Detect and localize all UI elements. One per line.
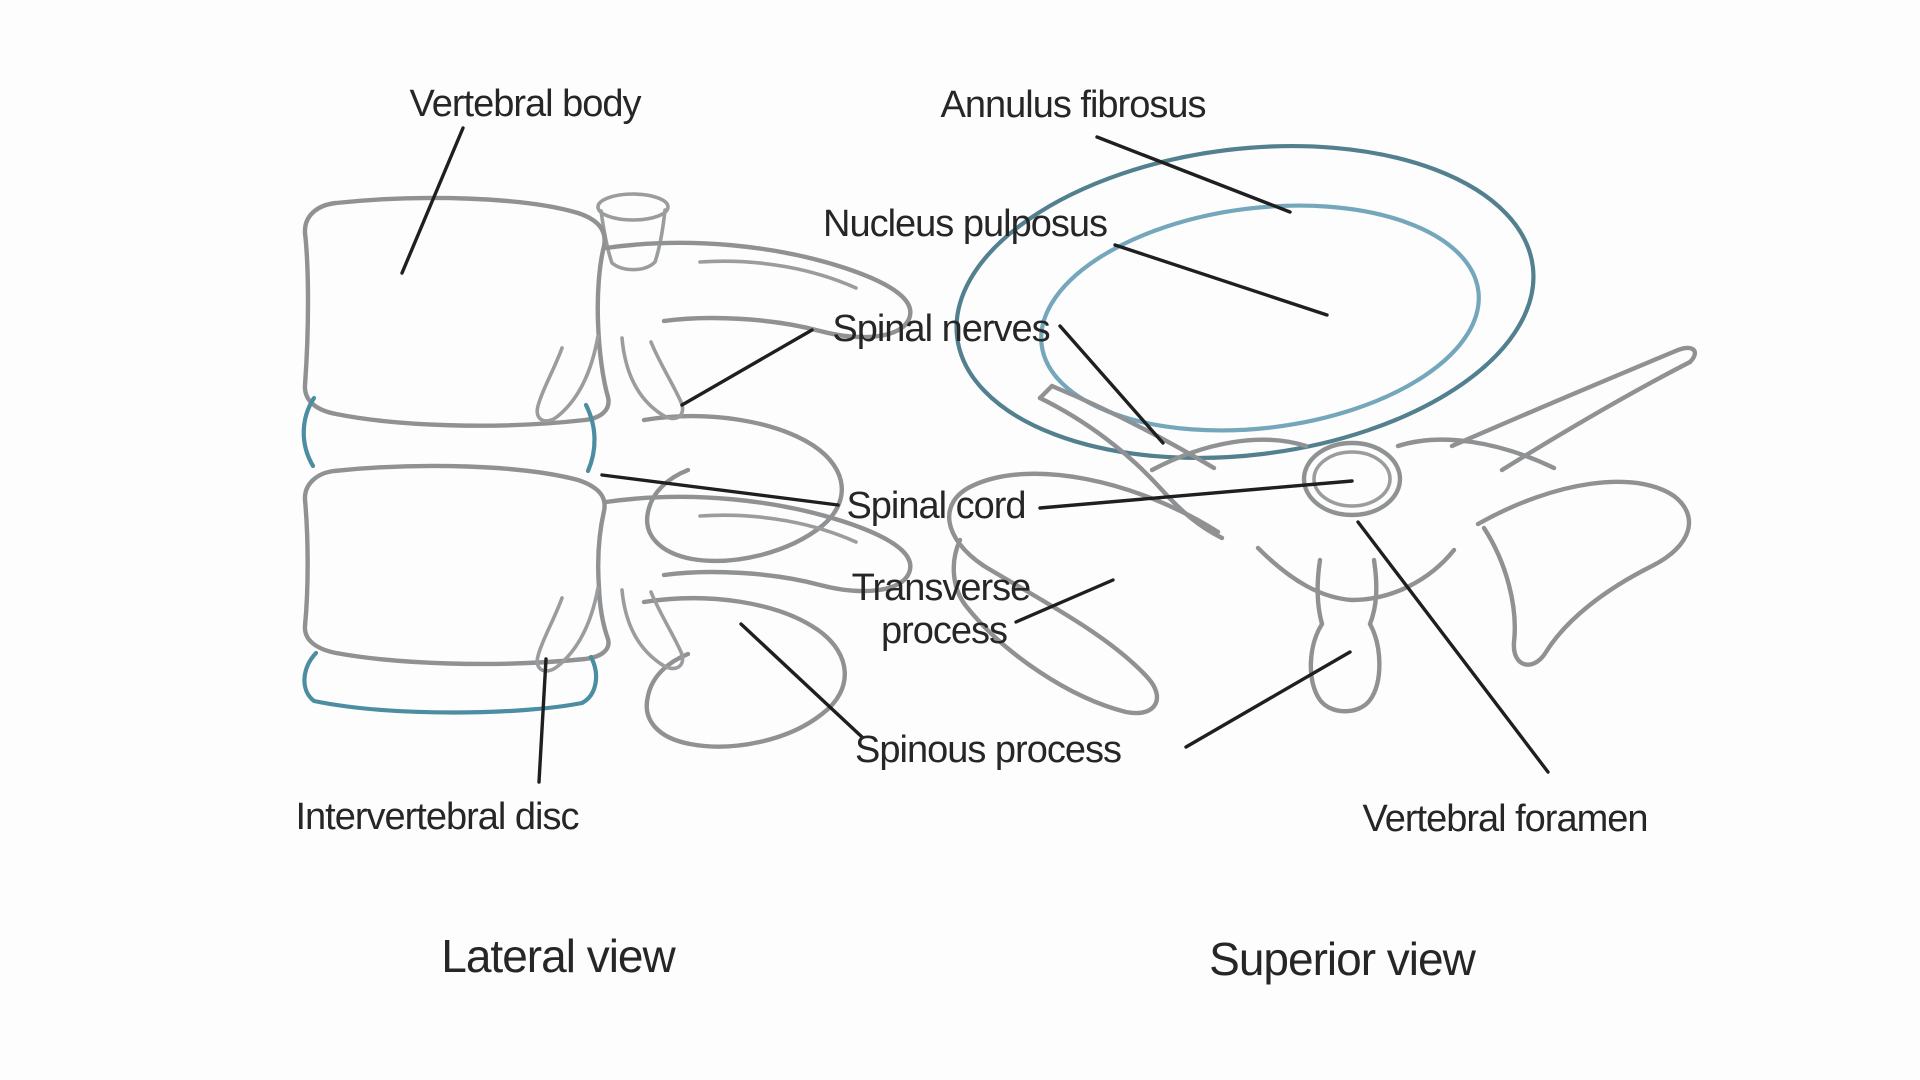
leader-spinal-cord-right xyxy=(1038,479,1354,510)
spinal-cord-inner-ring xyxy=(1312,450,1392,508)
vertebral-body-lower-shape xyxy=(302,463,611,667)
label-annulus-fibrosus: Annulus fibrosus xyxy=(941,84,1206,126)
leader-intervertebral-disc xyxy=(537,657,548,784)
vertebral-body-upper-shape xyxy=(302,195,611,428)
leader-spinous-process-right xyxy=(1184,650,1352,749)
leader-spinous-process-left xyxy=(739,622,864,739)
spinal-nerve-right-lower-edge xyxy=(1499,359,1693,473)
spinous-process-stem-right xyxy=(1367,557,1379,627)
disc-upper-right-arc xyxy=(583,402,597,474)
nucleus-pulposus-ring xyxy=(1039,203,1481,433)
spinal-nerve-left-tip xyxy=(1037,383,1055,401)
transverse-process-upper-lateral xyxy=(603,240,913,340)
vertebral-arch-lamina xyxy=(1255,545,1457,603)
text-labels: Vertebral body Annulus fibrosus Nucleus … xyxy=(295,83,1648,985)
vertebral-arch-left-edge xyxy=(1149,437,1309,473)
label-spinal-cord: Spinal cord xyxy=(846,485,1025,527)
spinal-nerve-root-upper-right xyxy=(620,336,685,421)
spinal-nerve-root-lower-right xyxy=(620,588,685,671)
leader-lines xyxy=(400,126,1550,784)
label-transverse-process-line2: process xyxy=(881,610,1007,652)
spinal-nerve-left-upper-edge xyxy=(1049,383,1217,471)
transverse-process-lower-accent xyxy=(698,513,858,544)
leader-nucleus-pulposus xyxy=(1113,243,1329,317)
leader-spinal-nerves-right xyxy=(1058,324,1165,445)
spinous-process-knob-superior xyxy=(1308,621,1382,714)
transverse-process-lower-lateral xyxy=(603,494,913,594)
transverse-process-right-superior xyxy=(1475,479,1692,667)
spinal-nerve-right-tip xyxy=(1675,345,1698,365)
lateral-view-drawing xyxy=(301,192,913,749)
label-vertebral-body: Vertebral body xyxy=(409,83,641,125)
spinal-nerve-right-upper-edge xyxy=(1449,347,1681,449)
spinous-process-lower-lateral xyxy=(641,596,847,749)
spinal-nerve-root-upper-left xyxy=(535,334,600,423)
disc-lower-teal-outline xyxy=(302,650,599,715)
spinous-process-upper-lateral xyxy=(641,414,844,564)
disc-upper-left-arc xyxy=(301,395,317,469)
leader-spinal-nerves-left xyxy=(680,328,814,407)
label-intervertebral-disc: Intervertebral disc xyxy=(295,796,578,838)
leader-transverse-process xyxy=(1014,578,1115,624)
label-vertebral-foramen: Vertebral foramen xyxy=(1362,798,1647,840)
label-nucleus-pulposus: Nucleus pulposus xyxy=(823,203,1107,245)
spinous-process-stem-left xyxy=(1315,557,1325,627)
transverse-process-upper-accent xyxy=(698,259,858,290)
leader-spinal-cord-left xyxy=(600,473,840,507)
label-transverse-process-line1: Transverse xyxy=(852,567,1031,609)
label-spinous-process: Spinous process xyxy=(855,729,1121,771)
caption-superior-view: Superior view xyxy=(1209,933,1476,985)
transverse-process-left-superior xyxy=(947,471,1221,716)
articular-process-cylinder-top xyxy=(596,192,670,222)
spinal-nerve-left-lower-edge xyxy=(1037,395,1225,541)
vertebral-arch-right-edge xyxy=(1395,437,1557,471)
superior-view-drawing xyxy=(947,143,1698,716)
label-spinal-nerves: Spinal nerves xyxy=(832,308,1049,350)
spinal-cord-outer-ring xyxy=(1301,440,1403,518)
leader-vertebral-foramen xyxy=(1356,520,1550,774)
leader-vertebral-body xyxy=(400,126,465,275)
leader-annulus-fibrosus xyxy=(1095,135,1292,214)
annulus-fibrosus-ring xyxy=(954,143,1536,461)
caption-lateral-view: Lateral view xyxy=(441,930,676,982)
